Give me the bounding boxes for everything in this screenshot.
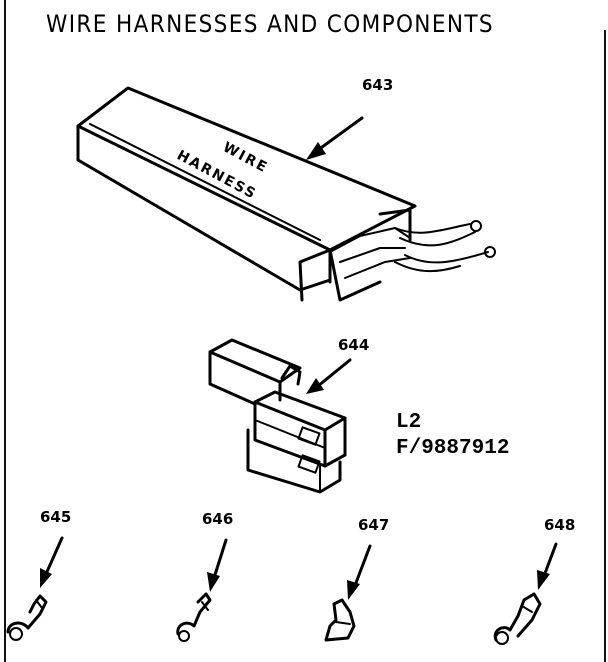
model-line1: L2 xyxy=(396,411,422,434)
callout-647: 647 xyxy=(358,516,390,534)
arrow-648 xyxy=(537,542,558,590)
part-647-terminal xyxy=(324,598,356,642)
model-label: L2 F/9887912 xyxy=(396,410,509,462)
frame-right-border xyxy=(604,30,606,662)
callout-645: 645 xyxy=(40,508,72,526)
diagram-title: WIRE HARNESSES AND COMPONENTS xyxy=(46,10,494,38)
arrow-643 xyxy=(306,116,364,160)
part-646-terminal xyxy=(176,592,212,642)
arrow-647 xyxy=(347,544,372,600)
callout-648: 648 xyxy=(544,516,576,534)
part-645-terminal xyxy=(6,594,48,641)
arrow-646 xyxy=(207,538,228,592)
callout-643: 643 xyxy=(362,76,394,94)
part-643-wire-harness-box: WIRE HARNESS xyxy=(76,86,496,302)
callout-646: 646 xyxy=(202,510,234,528)
part-648-terminal xyxy=(493,592,542,645)
part-644-connector xyxy=(208,338,347,494)
arrow-645 xyxy=(40,536,64,588)
frame-left-border xyxy=(4,0,6,662)
model-line2: F/9887912 xyxy=(396,437,510,460)
callout-644: 644 xyxy=(338,336,370,354)
arrow-644 xyxy=(306,358,352,394)
